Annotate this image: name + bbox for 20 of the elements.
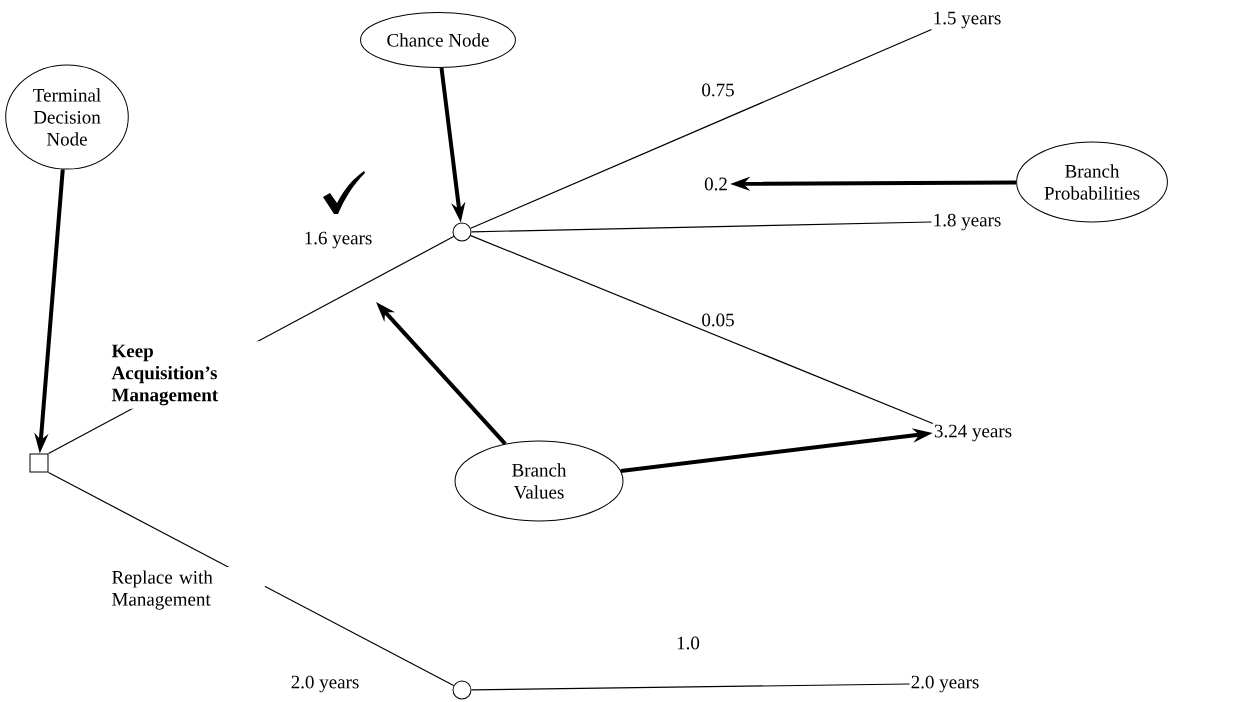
- branch-line: [470, 235, 934, 425]
- value-text: 1.6 years: [305, 231, 372, 249]
- branch-line: [470, 28, 933, 229]
- value-text: 1.8 years: [934, 213, 1001, 231]
- branch-line: [470, 221, 933, 233]
- value-text: 2.0 years: [291, 675, 359, 693]
- branch-line: [470, 683, 911, 691]
- edge-label: 0.05: [702, 313, 734, 327]
- value-text: 0.2: [704, 177, 727, 191]
- value-text: 2.0 years: [911, 675, 979, 693]
- edge-label: 1.0: [677, 636, 700, 650]
- decision-square: [29, 453, 49, 473]
- chance-circle: [452, 680, 472, 700]
- branch-line: [47, 471, 455, 687]
- value-text: 1.5 years: [934, 11, 1001, 29]
- chance-circle: [452, 222, 472, 242]
- edge-label: Keep Acquisition’s Management: [108, 341, 265, 409]
- value-text: 3.24 years: [934, 424, 1012, 442]
- edge-label: Replace with Management: [108, 567, 265, 613]
- edge-label: 0.75: [702, 83, 734, 97]
